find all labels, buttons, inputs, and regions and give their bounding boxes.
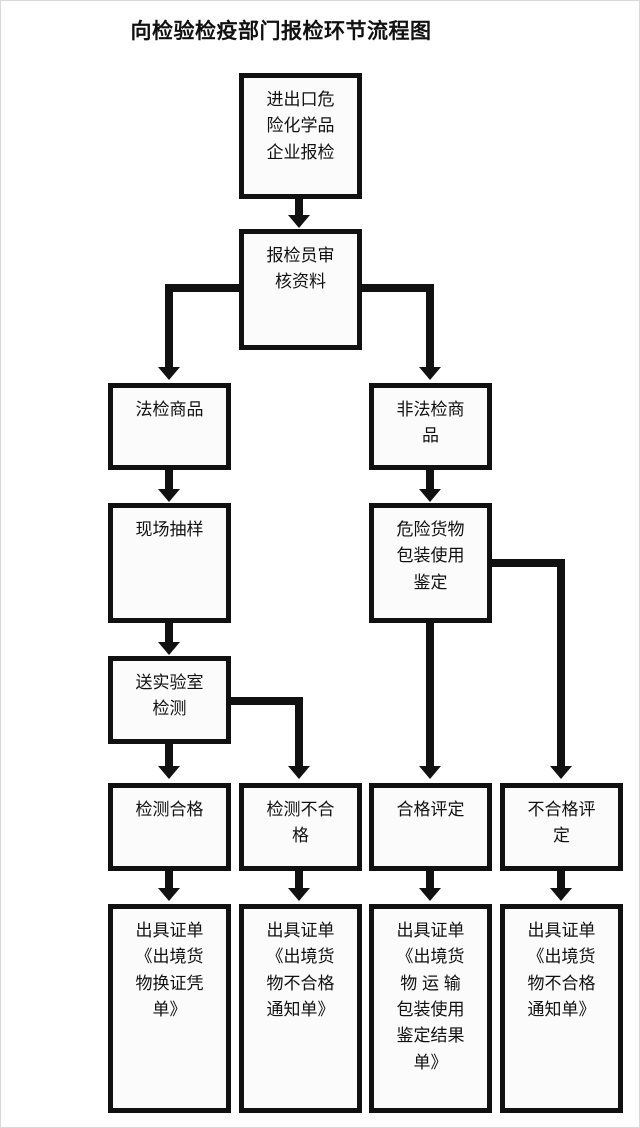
edge-n2-n3-horizontal xyxy=(169,284,243,292)
edge-n9-n13-arrowhead xyxy=(288,888,310,901)
node-inspector-review-documents: 报检员审 核资料 xyxy=(239,229,362,350)
edge-n1-n2-line xyxy=(295,199,303,217)
edge-n10-n14-arrowhead xyxy=(419,888,441,901)
edge-n10-n14-line xyxy=(426,867,434,893)
node-test-fail: 检测不合 格 xyxy=(239,783,362,871)
edge-n9-n13-line xyxy=(295,867,303,893)
page-title: 向检验检疫部门报检环节流程图 xyxy=(130,20,432,43)
edge-n2-n3-vertical xyxy=(165,284,173,369)
edge-n6-n10-arrowhead xyxy=(419,766,441,779)
edge-n11-n15-line xyxy=(557,867,565,893)
edge-n2-n4-vertical xyxy=(426,284,434,369)
node-issue-certificate-nonconformity-notice-right: 出具证单 《出境货 物不合格 通知单》 xyxy=(500,904,623,1113)
node-issue-certificate-exchange-voucher: 出具证单 《出境货 物换证凭 单》 xyxy=(108,904,231,1113)
edge-n2-n4-arrowhead xyxy=(419,367,441,380)
edge-n4-n6-line xyxy=(426,470,434,492)
edge-n7-n8-arrowhead xyxy=(158,766,180,779)
node-issue-certificate-nonconformity-notice-left: 出具证单 《出境货 物不合格 通知单》 xyxy=(239,904,362,1113)
edge-n6-n11-vertical xyxy=(557,559,565,769)
edge-n3-n5-line xyxy=(165,470,173,492)
edge-n4-n6-arrowhead xyxy=(419,489,441,502)
node-conformity-assessment-pass: 合格评定 xyxy=(369,783,492,871)
edge-n7-n9-vertical xyxy=(295,697,303,769)
edge-n8-n12-arrowhead xyxy=(158,888,180,901)
edge-n2-n4-horizontal xyxy=(358,284,433,292)
edge-n6-n11-horizontal xyxy=(488,559,564,567)
edge-n7-n9-arrowhead xyxy=(288,766,310,779)
edge-n2-n3-arrowhead xyxy=(158,367,180,380)
edge-n5-n7-arrowhead xyxy=(158,642,180,655)
node-legal-inspection-goods: 法检商品 xyxy=(108,383,231,470)
edge-n6-n11-arrowhead xyxy=(550,766,572,779)
node-onsite-sampling: 现场抽样 xyxy=(108,503,231,623)
edge-n6-n10-line xyxy=(426,623,434,771)
edge-n3-n5-arrowhead xyxy=(158,489,180,502)
node-send-to-laboratory-testing: 送实验室 检测 xyxy=(108,656,231,744)
edge-n1-n2-arrowhead xyxy=(288,215,310,228)
edge-n7-n8-line xyxy=(165,744,173,772)
node-test-pass: 检测合格 xyxy=(108,783,231,871)
node-non-legal-inspection-goods: 非法检商 品 xyxy=(369,383,492,470)
edge-n5-n7-line xyxy=(165,623,173,648)
node-conformity-assessment-fail: 不合格评 定 xyxy=(500,783,623,871)
edge-n8-n12-line xyxy=(165,867,173,893)
node-import-export-hazchem-declaration: 进出口危 险化学品 企业报检 xyxy=(239,73,362,199)
node-issue-certificate-packaging-appraisal-result: 出具证单 《出境货 物 运 输 包装使用 鉴定结果 单》 xyxy=(369,904,492,1113)
edge-n7-n9-horizontal xyxy=(227,697,299,705)
node-dangerous-goods-packaging-appraisal: 危险货物 包装使用 鉴定 xyxy=(369,503,492,623)
edge-n11-n15-arrowhead xyxy=(550,888,572,901)
